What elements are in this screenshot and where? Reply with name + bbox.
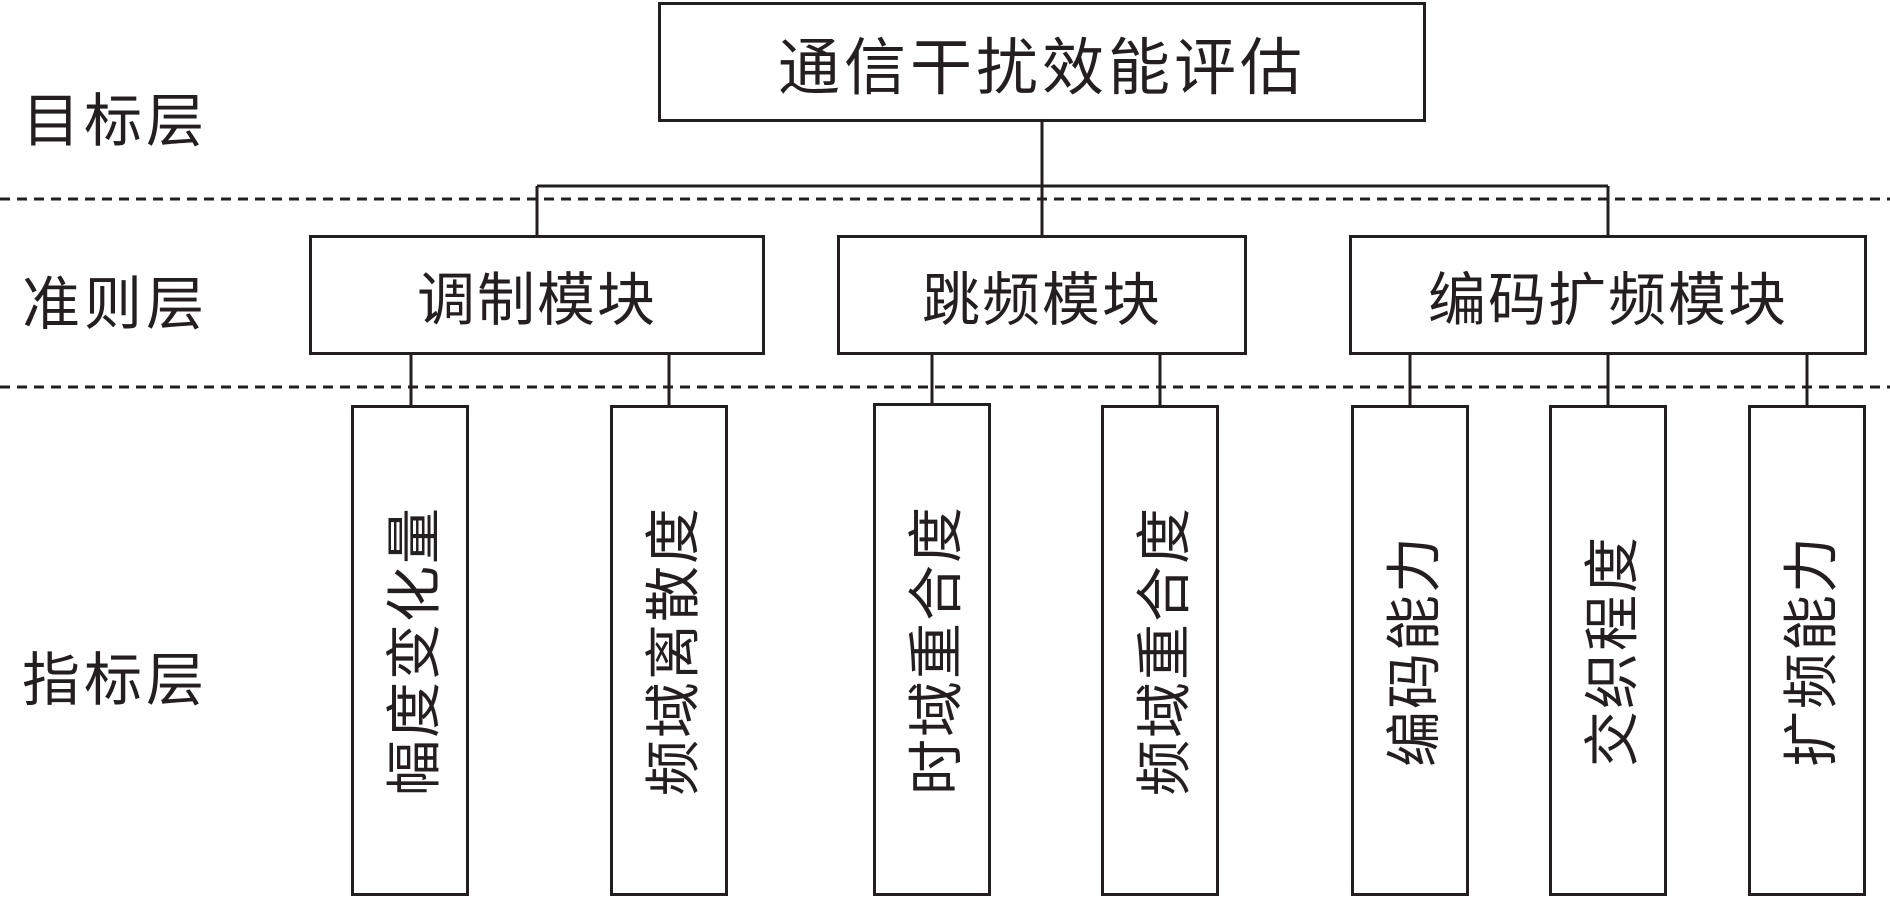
criterion-layer-label: 准则层	[22, 270, 209, 338]
goal-layer-label: 目标层	[22, 87, 209, 155]
indicator-node-spreading-capability: 扩频能力	[1748, 405, 1866, 896]
criterion-node-label: 调制模块	[416, 266, 657, 334]
criterion-node-frequency-hopping: 跳频模块	[837, 235, 1247, 355]
indicator-node-label: 频域重合度	[1132, 505, 1198, 796]
criterion-node-modulation: 调制模块	[309, 235, 765, 355]
goal-node-label: 通信干扰效能评估	[777, 31, 1306, 104]
indicator-layer-label: 指标层	[22, 646, 209, 714]
criterion-node-label: 编码扩频模块	[1427, 266, 1788, 334]
indicator-node-frequency-overlap: 频域重合度	[1101, 405, 1219, 896]
goal-node: 通信干扰效能评估	[658, 2, 1426, 122]
indicator-node-frequency-dispersion: 频域离散度	[610, 405, 728, 896]
criterion-node-label: 跳频模块	[921, 266, 1162, 334]
indicator-node-coding-capability: 编码能力	[1351, 405, 1469, 896]
indicator-node-label: 频域离散度	[641, 505, 707, 796]
criterion-node-coding-spread: 编码扩频模块	[1349, 235, 1867, 355]
indicator-node-label: 扩频能力	[1779, 534, 1845, 767]
indicator-node-label: 幅度变化量	[382, 505, 448, 796]
indicator-node-label: 编码能力	[1382, 534, 1448, 767]
indicator-node-amplitude-variation: 幅度变化量	[351, 405, 469, 896]
indicator-node-interleaving-degree: 交织程度	[1549, 405, 1667, 896]
indicator-node-label: 交织程度	[1580, 534, 1646, 767]
indicator-node-label: 时域重合度	[904, 504, 970, 795]
indicator-node-time-overlap: 时域重合度	[873, 403, 991, 896]
